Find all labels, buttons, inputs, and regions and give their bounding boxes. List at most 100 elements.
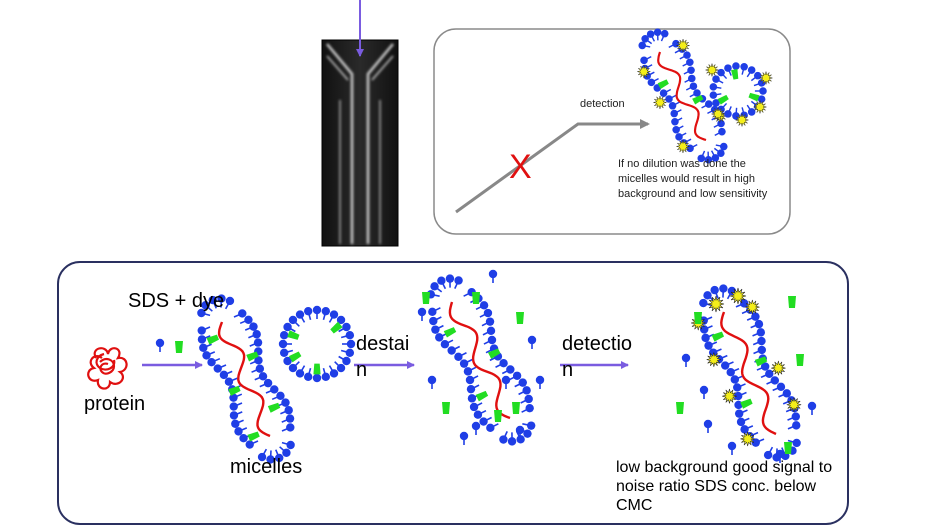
sds-molecule-icon [681,353,691,367]
micelles-label: micelles [230,456,303,478]
sds-molecule-icon [429,316,442,326]
sds-molecule-icon [750,71,762,82]
sds-molecule-icon [710,285,719,299]
sds-molecule-icon [640,55,652,65]
sds-molecule-icon [417,307,427,321]
sds-molecule-icon [338,355,351,366]
sds-molecule-icon [726,367,740,377]
sds-molecule-icon [334,361,346,373]
sds-molecule-icon [202,351,216,360]
micelle-icon [278,305,356,383]
sds-molecule-icon [155,338,165,352]
sds-molecule-icon [281,414,295,423]
sds-molecule-icon [229,402,243,411]
fluorescence-star-icon [771,360,786,376]
fluorescence-star-icon [745,299,760,315]
sds-molecule-icon [535,375,545,389]
sds-molecule-icon [703,419,713,433]
fluorescence-star-icon [753,100,767,114]
sds-dye-label: SDS + dye [128,290,225,312]
sds-molecule-icon [288,315,300,327]
dye-molecule-icon [422,292,430,304]
sds-molecule-icon [466,384,480,394]
sds-molecule-icon [709,83,722,91]
dye-molecule-icon [694,312,702,324]
sds-molecule-icon [239,315,253,325]
sds-molecule-icon [342,339,356,349]
sds-molecule-icon [217,294,226,308]
sds-molecule-icon [447,345,461,355]
sds-molecule-icon [257,448,268,462]
sds-molecule-icon [207,357,221,367]
detection-label: detectio n [562,333,633,381]
dye-molecule-icon [442,402,450,414]
sds-molecule-icon [459,431,469,445]
sds-molecule-icon [430,282,443,293]
sds-molecule-icon [281,423,295,432]
sds-molecule-icon [521,403,534,413]
sds-molecule-icon [248,330,261,339]
sds-molecule-icon [197,308,211,318]
sds-molecule-icon [501,375,511,389]
sds-molecule-icon [671,117,683,126]
sds-molecule-icon [244,322,258,331]
sds-molecule-icon [481,317,495,327]
sds-molecule-icon [733,391,747,401]
sds-molecule-icon [778,389,792,398]
sds-molecule-icon [740,425,754,434]
sds-molecule-icon [437,276,447,290]
dye-molecule-icon [267,402,281,413]
sds-molecule-icon [249,356,263,365]
sds-molecule-icon [475,301,489,311]
micelle-icon [637,28,728,164]
sds-molecule-icon [483,335,497,345]
sds-molecule-icon [715,142,728,151]
sds-molecule-icon [304,367,313,382]
sds-molecule-icon [427,375,437,389]
sds-molecule-icon [746,104,756,116]
fluorescence-star-icon [711,107,725,121]
sds-molecule-icon [454,276,463,289]
dye-molecule-icon [740,398,753,409]
sds-molecule-icon [259,378,273,388]
dye-molecule-icon [472,292,480,304]
sds-molecule-icon [752,328,766,337]
dye-molecule-icon [796,354,804,366]
sds-molecule-icon [280,406,293,415]
sds-molecule-icon [279,446,291,457]
sds-molecule-icon [730,375,744,384]
dye-molecule-icon [287,330,300,340]
micelle-icon [426,274,536,446]
sds-molecule-icon [219,370,233,380]
dye-molecule-icon [784,442,792,454]
sds-molecule-icon [340,348,355,357]
sds-molecule-icon [197,326,211,335]
sds-molecule-icon [271,391,285,401]
sds-molecule-icon [752,336,766,346]
sds-molecule-icon [321,306,330,321]
sds-molecule-icon [328,365,339,378]
sds-molecule-icon [265,385,279,394]
sds-molecule-icon [479,308,493,318]
sds-molecule-icon [279,348,294,357]
inset-cross-mark: X [509,148,532,186]
sds-molecule-icon [787,421,801,430]
fluorescence-star-icon [729,287,747,305]
main-molecules [155,269,817,464]
sds-molecule-icon [679,51,691,60]
sds-molecule-icon [714,127,726,137]
sds-molecule-icon [208,295,217,309]
sds-molecule-icon [704,151,713,164]
sds-molecule-icon [724,106,732,118]
sds-molecule-icon [288,361,300,373]
sds-molecule-icon [701,100,713,109]
sds-molecule-icon [672,125,684,134]
sds-molecule-icon [746,312,760,321]
dye-molecule-icon [475,390,489,402]
sds-molecule-icon [527,335,537,349]
sds-molecule-icon [689,89,701,98]
dye-molecule-icon [512,402,520,414]
sds-molecule-icon [704,341,718,350]
sds-molecule-icon [486,423,499,433]
